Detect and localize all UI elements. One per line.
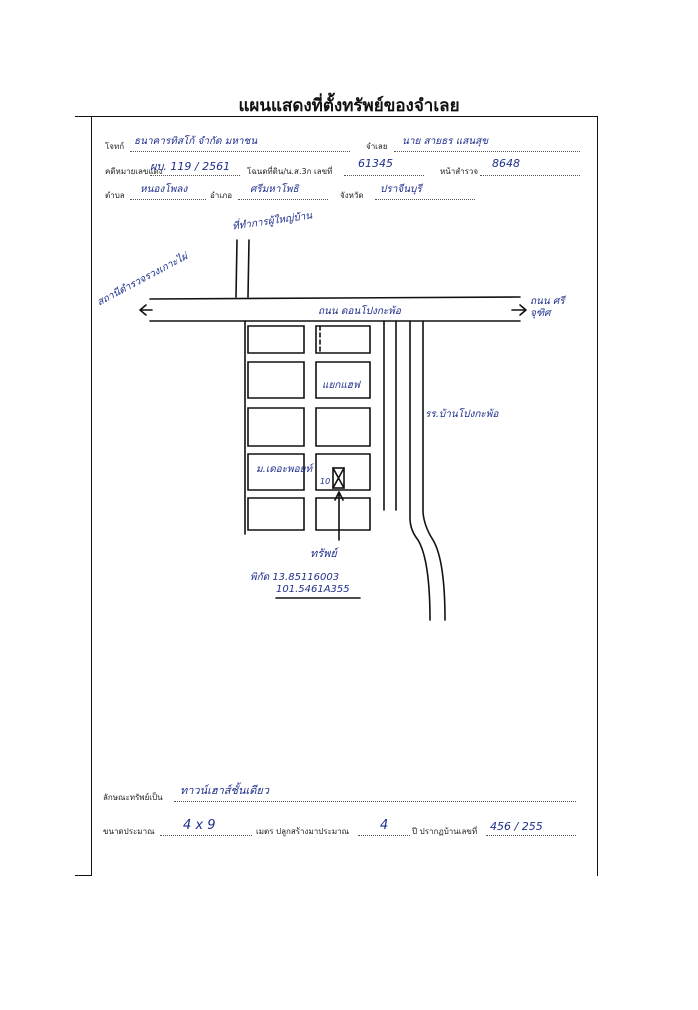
main-road-top-edge (149, 296, 521, 300)
house-label: ปี ปรากฏบ้านเลขที่ (412, 827, 478, 836)
case-label: คดีหมายเลขแดง (105, 167, 163, 176)
survey-label: หน้าสำรวจ (440, 167, 479, 176)
coord-lng: 101.5461A355 (276, 584, 350, 595)
province-label: จังหวัด (340, 191, 364, 200)
case-dots (150, 175, 240, 176)
page-title: แผนแสดงที่ตั้งทรัพย์ของจำเลย (238, 96, 460, 116)
school-road-left (409, 320, 431, 621)
defendant-value: นาย สายธร แสนสุข (402, 136, 489, 147)
property-pointer (334, 491, 344, 541)
plaintiff-value: ธนาคารทิสโก้ จำกัด มหาชน (134, 136, 258, 147)
district-label: อำเภอ (210, 191, 233, 200)
main-road-label: ถนน ดอนโปงกะพ้อ (318, 306, 401, 317)
lot-block (247, 453, 305, 491)
subdistrict-value: หนองโพลง (140, 184, 188, 195)
defendant-label: จำเลย (366, 142, 388, 151)
plaintiff-label: โจทก์ (105, 142, 125, 151)
subdistrict-label: ตำบล (105, 191, 125, 200)
type-label: ลักษณะทรัพย์เป็น (103, 793, 163, 802)
north-road-left (235, 239, 238, 298)
school-road-right (422, 320, 446, 621)
type-dots (174, 801, 576, 802)
lot-block (315, 325, 371, 354)
deed-dots (344, 175, 424, 176)
deed-label: โฉนดที่ดิน/น.ส.3ก เลขที่ (247, 167, 333, 176)
lot-number: 10 (320, 477, 331, 486)
age-value: 4 (380, 818, 389, 833)
district-value: ศรีมหาโพธิ (250, 184, 299, 195)
survey-value: 8648 (492, 157, 520, 170)
district-dots (238, 199, 328, 200)
soi-label-2: ม.เดอะพอยท์ (256, 464, 313, 475)
property-box (332, 467, 345, 489)
lot-block (247, 325, 305, 354)
province-value: ปราจีนบุรี (380, 184, 422, 195)
north-road-right (247, 239, 250, 298)
soi-label-1: แยกแฮฟ (322, 380, 360, 391)
age-dots (358, 835, 410, 836)
lot-block (315, 407, 371, 447)
deed-value: 61345 (358, 157, 393, 170)
lot-block (247, 407, 305, 447)
east-arrow (511, 304, 527, 316)
top-rule (75, 116, 91, 117)
subdistrict-dots (130, 199, 206, 200)
property-label: ทรัพย์ (310, 547, 337, 560)
survey-dots (480, 175, 580, 176)
size-dots (160, 835, 252, 836)
lot-block (315, 453, 371, 491)
house-dots (486, 835, 576, 836)
school-label: รร.บ้านโปงกะพ้อ (425, 409, 499, 420)
east-road-label: ถนน ศรีจุฑิศ (530, 296, 565, 319)
coord-lat: พิกัด 13.85116003 (250, 572, 340, 583)
property-x (332, 467, 345, 489)
type-value: ทาวน์เฮาส์ชั้นเดียว (180, 784, 269, 797)
case-value: ผบ. 119 / 2561 (150, 160, 231, 173)
province-dots (375, 199, 475, 200)
lot-block (247, 361, 305, 399)
size-label: ขนาดประมาณ (103, 827, 155, 836)
lot-block (315, 361, 371, 399)
west-arrow (139, 304, 153, 316)
plaintiff-dots (130, 151, 350, 152)
bottom-rule (75, 875, 91, 876)
house-value: 456 / 255 (490, 820, 543, 833)
defendant-dots (394, 151, 580, 152)
size-value: 4 x 9 (183, 818, 216, 833)
document-frame (91, 116, 598, 876)
lot-block (247, 497, 305, 531)
lot-block (315, 497, 371, 531)
age-label: เมตร ปลูกสร้างมาประมาณ (256, 827, 350, 836)
